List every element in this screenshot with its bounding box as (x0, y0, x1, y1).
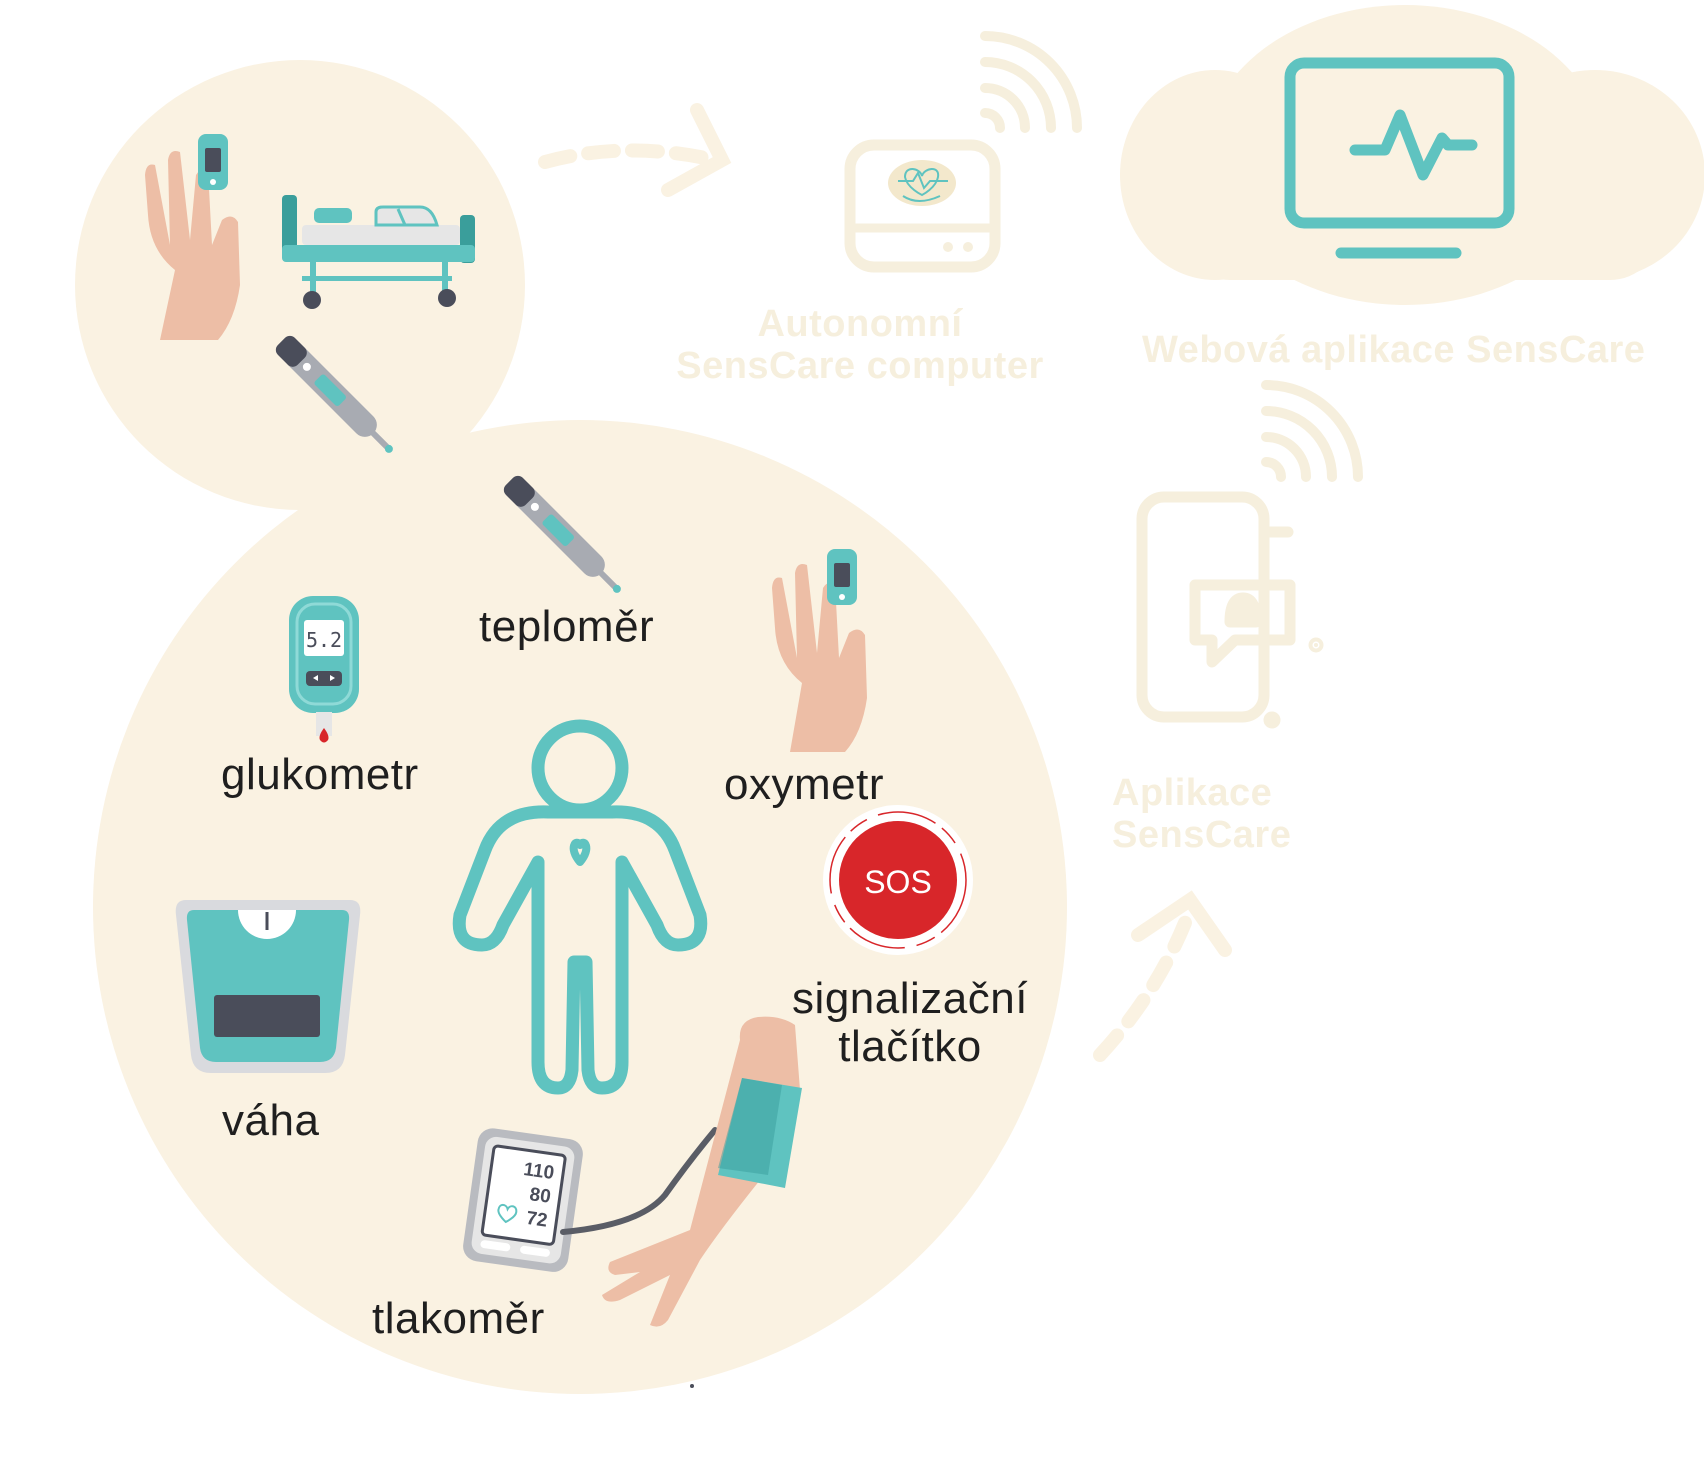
bp-systolic: 110 (522, 1159, 555, 1184)
label-mobile-line2: SensCare (1112, 813, 1292, 856)
dashed-arrow-icon (538, 103, 732, 197)
hand-oximeter-icon (145, 134, 240, 340)
person-heart-icon (452, 719, 708, 1095)
bp-pulse: 72 (525, 1208, 549, 1232)
bp-diastolic: 80 (528, 1184, 552, 1208)
top-circle-background (75, 60, 525, 510)
dot-mark (690, 1384, 694, 1388)
sos-button-icon: SOS (823, 805, 973, 955)
label-vaha: váha (222, 1096, 320, 1145)
label-tlakomer: tlakoměr (372, 1294, 545, 1343)
hospital-bed-icon (282, 195, 475, 309)
label-senscare-computer: Autonomní SensCare computer (645, 303, 1075, 388)
computer-box-icon (844, 139, 1001, 273)
glucometer-reading: 5.2 (306, 628, 342, 652)
glucometer-icon: 5.2 (289, 596, 359, 743)
label-web-app: Webová aplikace SensCare (1142, 329, 1646, 371)
thermometer-icon (275, 335, 393, 453)
monitor-pulse-icon (1284, 57, 1515, 259)
label-computer-line1: Autonomní (757, 303, 963, 345)
thermometer-icon (503, 475, 621, 593)
sos-label: SOS (864, 864, 932, 900)
wifi-icon (1261, 380, 1363, 482)
label-computer-line2: SensCare computer (676, 344, 1044, 387)
label-signalizacni-tlacitko: signalizační tlačítko (780, 974, 1040, 1072)
label-glukometr: glukometr (221, 750, 419, 799)
arm-cuff-icon (560, 1016, 802, 1327)
label-oxymetr: oxymetr (724, 760, 884, 809)
smartphone-bell-icon (1136, 491, 1324, 729)
label-signal-line2: tlačítko (838, 1022, 982, 1072)
label-mobile-app: Aplikace SensCare (1112, 772, 1292, 857)
scale-icon (175, 900, 361, 1073)
wifi-icon (980, 31, 1082, 133)
label-signal-line1: signalizační (792, 974, 1028, 1023)
label-teplomer: teploměr (479, 602, 655, 651)
hand-oximeter-icon (772, 549, 867, 752)
blood-pressure-monitor-icon: 110 80 72 (463, 1128, 583, 1272)
label-mobile-line1: Aplikace (1112, 772, 1273, 814)
dashed-arrow-icon (1093, 890, 1232, 1062)
